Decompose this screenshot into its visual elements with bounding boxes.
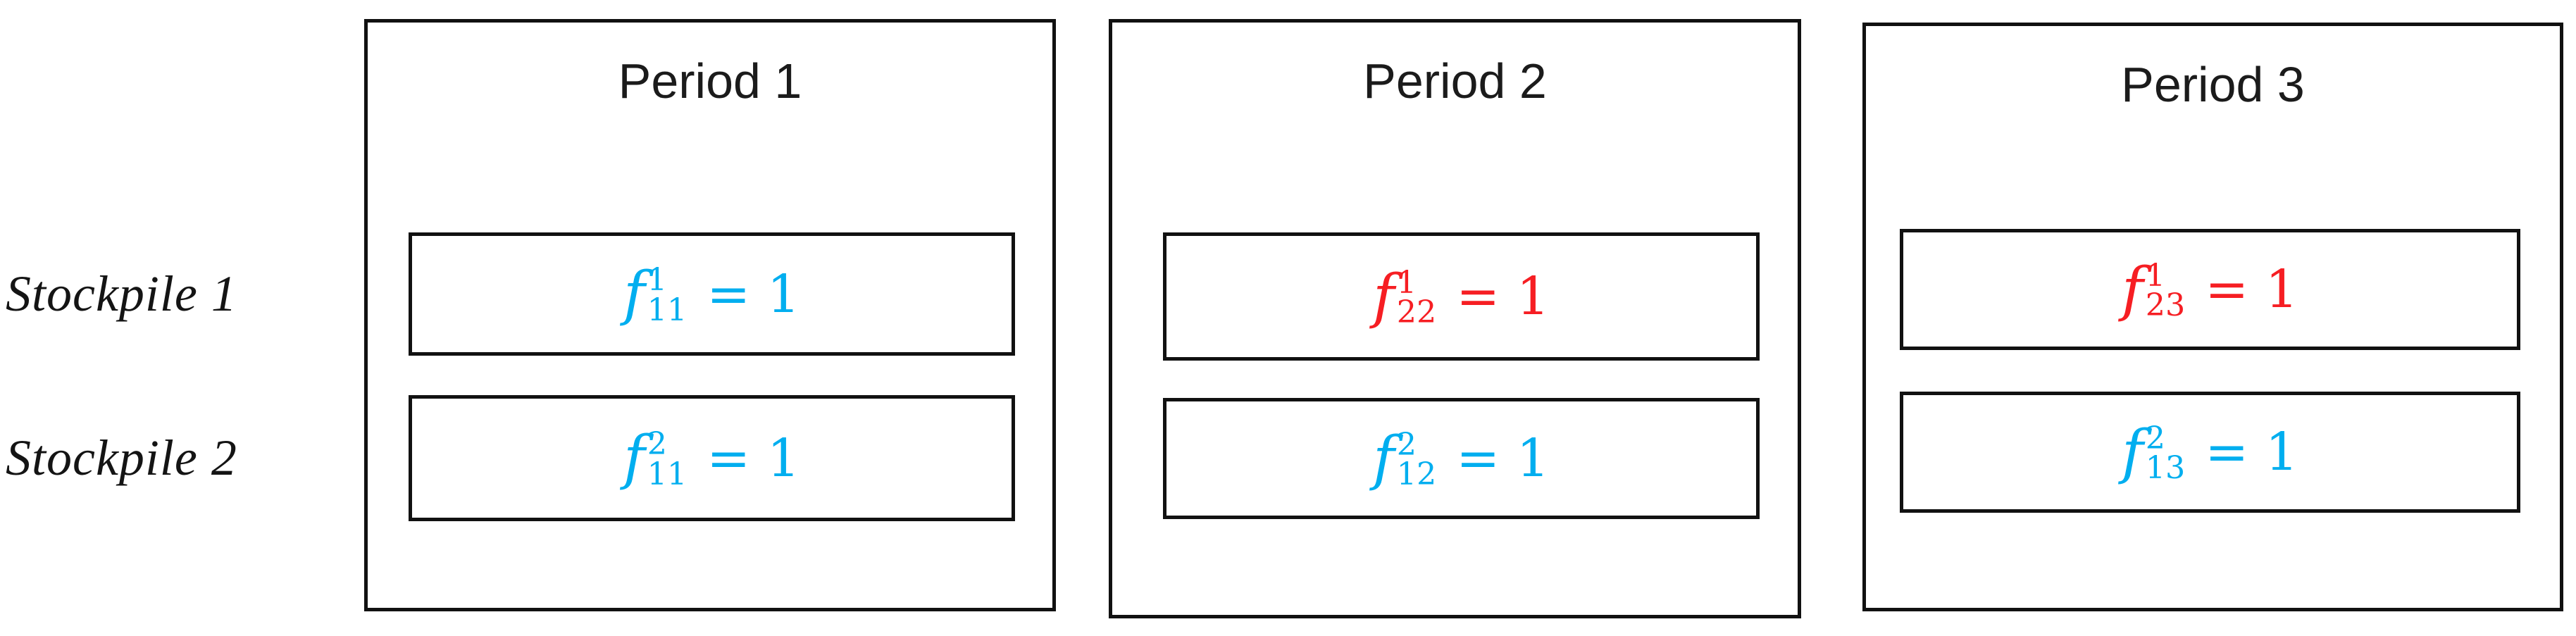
formula-superscript: 1 <box>1396 265 1417 301</box>
formula-variable: f <box>623 423 645 492</box>
formula-equals-value: = 1 <box>1456 266 1550 327</box>
formula-superscript: 2 <box>2145 420 2166 457</box>
formula-subscript: 13 <box>2145 450 2186 487</box>
formula-superscript: 1 <box>2145 258 2166 294</box>
formula-variable: f <box>2122 254 2143 323</box>
formula-equals-value: = 1 <box>2205 422 2298 482</box>
period-3-title: Period 3 <box>2121 57 2305 112</box>
period-2-title: Period 2 <box>1363 54 1547 108</box>
formula-superscript: 2 <box>647 426 668 463</box>
formula-subscript: 22 <box>1396 294 1437 331</box>
formula-equals-value: = 1 <box>707 428 800 489</box>
formula-variable: f <box>623 259 645 328</box>
row-label-stockpile-1: Stockpile 1 <box>6 266 237 322</box>
formula-variable: f <box>2122 417 2143 486</box>
formula-superscript: 1 <box>647 262 668 299</box>
formula-superscript: 2 <box>1396 427 1417 463</box>
formula-subscript: 23 <box>2145 287 2186 324</box>
formula-variable: f <box>1373 423 1395 492</box>
row-label-stockpile-2: Stockpile 2 <box>6 430 237 486</box>
formula-subscript: 12 <box>1396 456 1437 493</box>
formula-subscript: 11 <box>647 292 687 328</box>
formula-subscript: 11 <box>647 456 687 492</box>
period-1-title: Period 1 <box>618 54 802 108</box>
formula-equals-value: = 1 <box>1456 428 1550 489</box>
formula-equals-value: = 1 <box>707 263 800 325</box>
formula-variable: f <box>1373 261 1395 330</box>
formula-equals-value: = 1 <box>2205 259 2298 320</box>
